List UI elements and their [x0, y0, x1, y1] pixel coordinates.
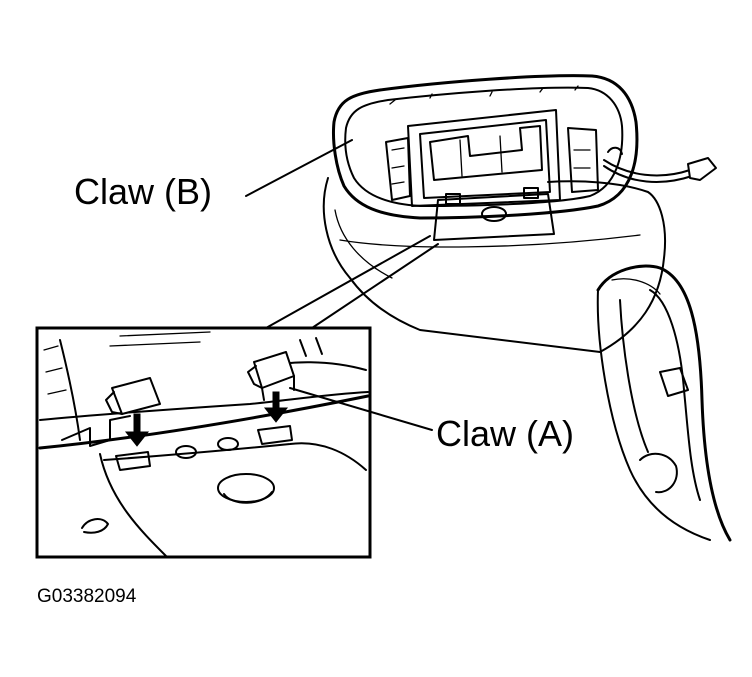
mirror-base-housing — [322, 177, 666, 353]
figure-code: G03382094 — [37, 586, 137, 607]
claw-b-label: Claw (B) — [74, 171, 212, 212]
mirror-stay — [596, 264, 732, 542]
claw-a-label: Claw (A) — [436, 413, 574, 454]
mirror-cover — [332, 74, 639, 220]
wire-harness — [603, 159, 691, 177]
inner-bracket — [407, 109, 561, 207]
detail-callout-lines — [265, 235, 439, 329]
connector-plug — [687, 157, 717, 181]
press-arrow-right — [263, 391, 289, 423]
press-arrow-left — [124, 413, 150, 447]
claw-b-clip — [111, 377, 161, 415]
mirror-assembly — [322, 74, 717, 353]
claw-a-leader — [289, 387, 433, 431]
claw-b-leader — [245, 139, 353, 197]
detail-inset — [35, 326, 372, 559]
